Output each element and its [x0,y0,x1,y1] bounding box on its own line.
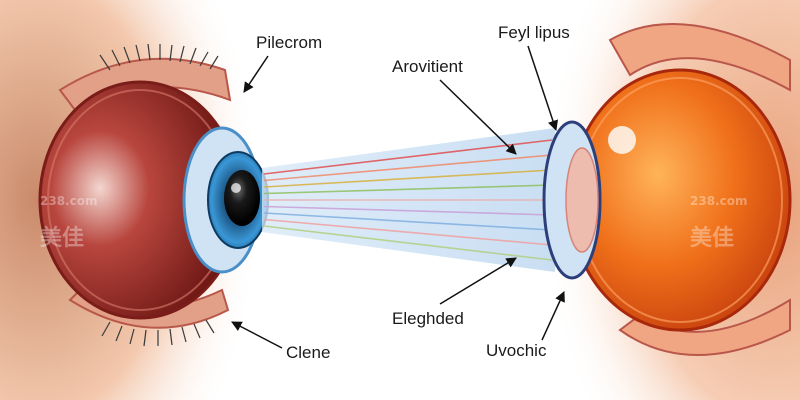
watermark-site-left: 238.com [40,194,97,208]
light-ray-8 [263,218,553,246]
light-ray-3 [263,169,553,188]
watermark-logo-right: 美佳 [690,225,734,251]
left-lower-eyelashes [101,319,215,347]
label-pilecrom: Pilecrom [256,33,322,52]
pointer-pilecrom [243,55,269,93]
right-eyeball [568,68,792,332]
pointer-feyl-lipus [527,45,558,131]
light-beam [262,128,555,272]
light-ray-1 [263,139,553,175]
diagram-labels: Pilecrom Arovitient Feyl lipus Eleghded … [231,23,570,362]
pointer-uvochic [541,291,565,341]
light-ray-7 [263,212,553,231]
pointer-arovitient [439,79,517,155]
watermarks: 美佳 美佳 238.com 238.com [40,194,747,251]
pointer-clene [231,321,283,349]
right-upper-eyelid [608,23,791,92]
watermark-logo-left: 美佳 [40,225,84,251]
left-upper-eyelashes [99,43,219,71]
light-ray-9 [263,225,553,261]
light-ray-2 [263,154,553,182]
light-ray-4 [263,184,553,195]
label-feyl-lipus: Feyl lipus [498,23,570,42]
label-clene: Clene [286,343,330,362]
label-arovitient: Arovitient [392,57,463,76]
right-eyeball-highlight [608,126,636,154]
light-rays [263,139,553,261]
right-eye [542,23,792,356]
right-lens [565,147,599,253]
light-ray-6 [263,205,553,216]
left-pupil-highlight [231,183,241,193]
watermark-site-right: 238.com [690,194,747,208]
pointer-eleghded [439,257,517,305]
left-pupil [224,170,260,226]
label-uvochic: Uvochic [486,341,547,360]
left-eye [38,43,269,347]
label-eleghded: Eleghded [392,309,464,328]
